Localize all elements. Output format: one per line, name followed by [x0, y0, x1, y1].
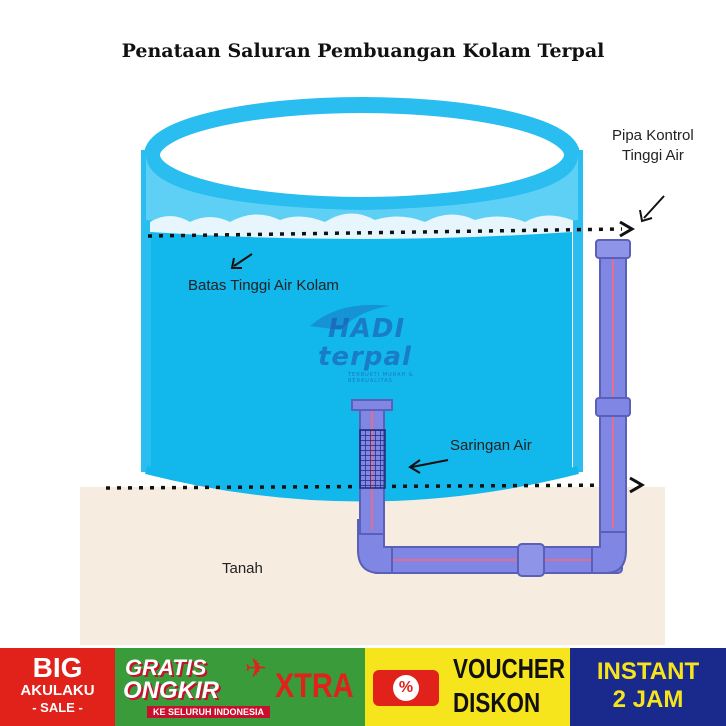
promo-instant[interactable]: INSTANT 2 JAM: [570, 648, 726, 726]
arrow-icon: [230, 253, 253, 269]
pool-water: [150, 210, 572, 495]
label-filter: Saringan Air: [450, 437, 532, 454]
ground-level-arrowhead: [629, 476, 645, 494]
promo-big-line3: - SALE -: [32, 700, 83, 715]
promo-big-line2: AKULAKU: [20, 682, 95, 699]
percent-ticket-icon: %: [373, 670, 439, 706]
promo-instant-line1: INSTANT: [596, 658, 700, 685]
label-water-level: Batas Tinggi Air Kolam: [188, 277, 339, 294]
promo-instant-line2: 2 JAM: [612, 686, 684, 713]
pond-diagram: [80, 97, 665, 645]
drain-pipe-top: [351, 399, 393, 411]
watermark-line2: terpal: [318, 342, 412, 372]
label-control-pipe: Pipa Kontrol Tinggi Air: [612, 126, 694, 166]
pool-rim: [144, 97, 580, 213]
pipe-elbow-right: [591, 519, 627, 574]
water-surface-foam: [150, 213, 572, 239]
watermark-tagline: TERBUKTI MURAH & BERKUALITAS: [348, 372, 414, 384]
pool-upper-wall: [146, 155, 578, 230]
arrow-icon: [408, 459, 449, 474]
promo-voucher-line2: DISKON: [453, 687, 541, 718]
promo-big-line1: BIG: [32, 652, 83, 683]
promo-gratis-ongkir[interactable]: GRATIS ONGKIR KE SELURUH INDONESIA ✈ XTR…: [115, 648, 365, 726]
promo-big-akulaku[interactable]: BIG AKULAKU - SALE -: [0, 648, 115, 726]
promo-voucher-line1: VOUCHER: [453, 653, 566, 684]
water-level-line: [147, 227, 623, 238]
promo-ongkir-xtra: XTRA: [275, 667, 354, 705]
airplane-icon: ✈: [245, 654, 267, 684]
label-control-pipe-line1: Pipa Kontrol: [612, 127, 694, 144]
promo-banner[interactable]: BIG AKULAKU - SALE - GRATIS ONGKIR KE SE…: [0, 648, 726, 726]
arrow-icon: [639, 195, 665, 223]
label-control-pipe-line2: Tinggi Air: [621, 147, 684, 164]
water-level-arrowhead: [619, 220, 635, 238]
label-ground: Tanah: [222, 560, 263, 577]
watermark-logo: HADI terpal TERBUKTI MURAH & BERKUALITAS: [300, 296, 440, 386]
promo-voucher-diskon[interactable]: % VOUCHER DISKON: [365, 648, 570, 726]
promo-ongkir-line1: GRATIS: [125, 655, 207, 680]
pipe-coupling: [517, 543, 545, 577]
watermark-line1: HADI: [328, 314, 406, 344]
water-filter-mesh: [359, 429, 386, 489]
promo-ongkir-sub: KE SELURUH INDONESIA: [147, 706, 271, 718]
control-pipe-cap: [595, 239, 631, 259]
control-pipe-joint: [595, 397, 631, 417]
diagram-title: Penataan Saluran Pembuangan Kolam Terpal: [121, 40, 605, 62]
promo-ongkir-line2: ONGKIR: [123, 677, 219, 704]
